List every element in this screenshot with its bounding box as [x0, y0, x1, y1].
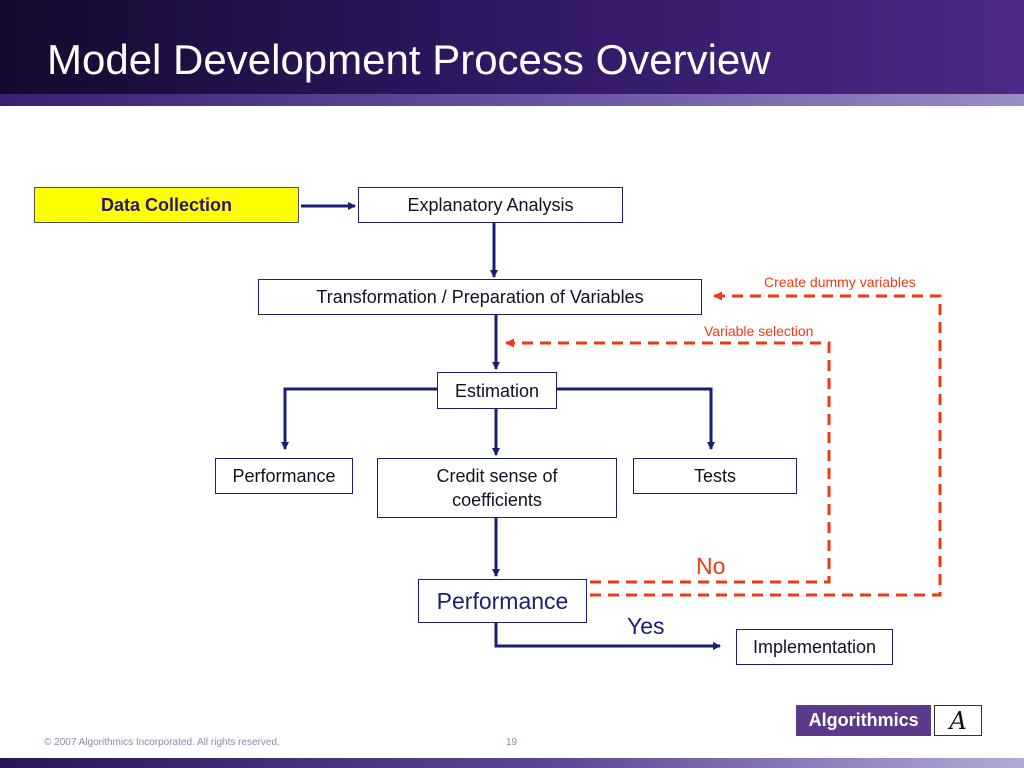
explanatory-analysis-label: Explanatory Analysis — [407, 195, 574, 215]
footer-bar — [0, 758, 1024, 768]
data-collection-label: Data Collection — [100, 195, 233, 215]
feedback-create-dummy-variables — [590, 291, 942, 597]
header-band — [0, 94, 1024, 106]
slide-title: Model Development Process Overview — [47, 36, 771, 83]
tests-box: Tests — [633, 458, 797, 494]
create-dummy-variables-label: Create dummy variables — [764, 274, 916, 290]
transformation-label: Transformation / Preparation of Variable… — [316, 287, 644, 307]
performance-label: Performance — [232, 466, 336, 486]
transformation-box: Transformation / Preparation of Variable… — [258, 279, 702, 315]
variable-selection-label: Variable selection — [704, 323, 814, 339]
arrow-estimation-to-tests — [557, 387, 715, 450]
estimation-label: Estimation — [454, 380, 540, 401]
logo-mark-icon: A — [934, 705, 982, 736]
tests-label: Tests — [693, 466, 736, 486]
data-collection-box: Data Collection — [34, 187, 299, 223]
logo-wordmark: Algorithmics — [796, 705, 932, 736]
credit-sense-line1: Credit sense of — [436, 466, 558, 486]
estimation-box: Estimation — [437, 372, 557, 409]
implementation-box: Implementation — [736, 629, 893, 665]
algorithmics-logo: Algorithmics A — [796, 705, 982, 736]
credit-sense-box: Credit sense of coefficients — [377, 458, 617, 518]
performance-box: Performance — [215, 458, 353, 494]
performance-check-box: Performance — [418, 579, 587, 623]
header-bar — [0, 0, 1024, 94]
yes-label: Yes — [627, 613, 665, 639]
page-number: 19 — [506, 737, 518, 748]
footer-copyright: © 2007 Algorithmics Incorporated. All ri… — [44, 737, 280, 748]
implementation-label: Implementation — [752, 637, 877, 657]
explanatory-analysis-box: Explanatory Analysis — [358, 187, 623, 223]
no-label: No — [696, 553, 726, 579]
arrow-performance-check-to-implementation — [494, 622, 721, 650]
arrow-estimation-to-performance — [281, 387, 437, 450]
feedback-variable-selection — [505, 338, 831, 584]
performance-check-label: Performance — [436, 588, 569, 614]
credit-sense-line2: coefficients — [452, 490, 542, 510]
